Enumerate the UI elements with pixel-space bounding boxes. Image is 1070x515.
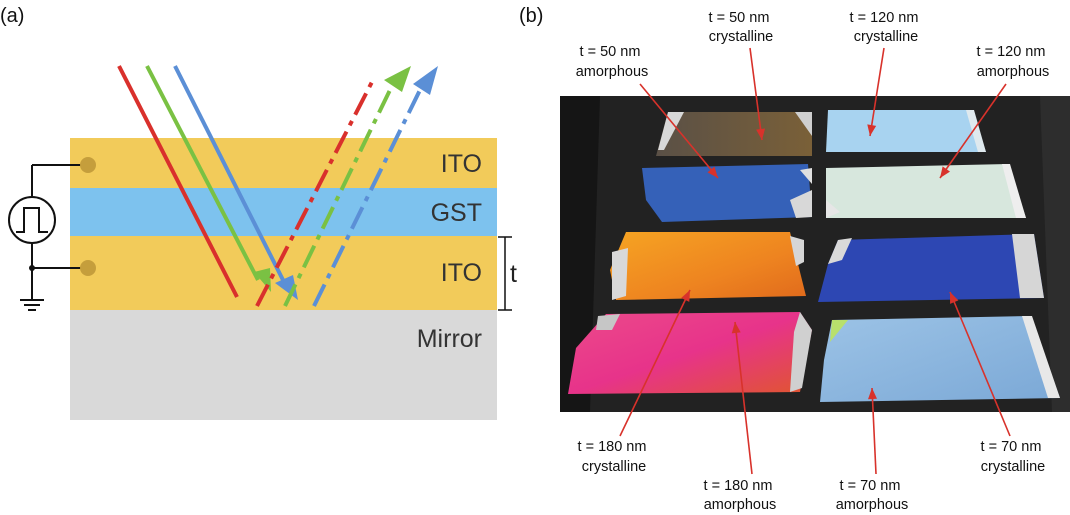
gst-layer <box>70 188 497 236</box>
arrow-50nm-amorphous <box>639 83 719 179</box>
blue-reflected-arrowhead-icon <box>413 66 438 95</box>
label-50nm-crystalline: t = 50 nm crystalline <box>709 10 774 45</box>
arrowhead-120nm-amorphous-icon <box>940 166 951 178</box>
green-reflected-arrowhead-icon <box>384 66 411 92</box>
arrow-180nm-amorphous <box>734 321 753 475</box>
arrow-70nm-crystalline <box>949 291 1011 437</box>
arrowhead-70nm-amorphous-icon <box>868 388 878 400</box>
arrowhead-50nm-crystalline-icon <box>756 128 766 140</box>
arrowhead-120nm-crystalline-icon <box>867 124 877 136</box>
electrical-circuit <box>8 157 96 311</box>
label-180nm-amorphous: t = 180 nm amorphous <box>704 478 777 513</box>
ito-top-layer <box>70 138 497 188</box>
green-reflected-beam <box>283 87 393 307</box>
ito-bottom-layer <box>70 236 497 310</box>
ito-top-label: ITO <box>441 150 482 178</box>
sample-50nm-crystalline <box>656 112 812 156</box>
arrowhead-50nm-amorphous-icon <box>707 166 718 178</box>
electrode-contact-icon <box>80 157 96 173</box>
sample-70nm-crystalline <box>818 234 1044 302</box>
annotation-arrows <box>619 47 1011 475</box>
electrode-contact-icon <box>80 260 96 276</box>
mirror-layer <box>70 310 497 420</box>
blue-reflected-beam <box>312 89 422 307</box>
arrow-50nm-crystalline <box>749 47 763 141</box>
label-70nm-amorphous: t = 70 nm amorphous <box>836 478 909 513</box>
annotation-labels: t = 50 nm crystalline t = 120 nm crystal… <box>576 10 1050 513</box>
mirror-label: Mirror <box>417 325 482 353</box>
label-120nm-crystalline: t = 120 nm crystalline <box>850 10 923 45</box>
sample-70nm-amorphous <box>820 316 1060 402</box>
red-incident-beam <box>117 65 239 298</box>
label-120nm-amorphous: t = 120 nm amorphous <box>977 44 1050 80</box>
arrow-120nm-crystalline <box>869 47 885 137</box>
arrow-70nm-amorphous <box>871 387 877 475</box>
label-50nm-amorphous: t = 50 nm amorphous <box>576 44 649 80</box>
sample-180nm-crystalline <box>610 232 806 300</box>
pulse-source-icon <box>8 196 56 244</box>
label-180nm-crystalline: t = 180 nm crystalline <box>578 439 651 475</box>
sample-50nm-amorphous <box>642 164 812 222</box>
sample-120nm-crystalline <box>826 110 986 152</box>
panel-label-b: (b) <box>519 5 543 27</box>
thickness-bracket <box>498 236 512 311</box>
green-incident-beam <box>145 65 260 281</box>
layer-stack <box>70 138 497 420</box>
arrowhead-180nm-amorphous-icon <box>731 322 741 334</box>
panel-label-a: (a) <box>0 5 24 27</box>
label-70nm-crystalline: t = 70 nm crystalline <box>981 439 1046 475</box>
ground-icon <box>20 299 44 311</box>
reflected-beams <box>255 66 438 307</box>
sample-180nm-amorphous <box>568 312 812 394</box>
arrow-180nm-crystalline <box>619 289 691 437</box>
arrow-120nm-amorphous <box>939 83 1007 179</box>
sample-photo <box>560 96 1070 412</box>
blue-incident-beam <box>173 65 285 281</box>
arrowhead-70nm-crystalline-icon <box>950 292 959 304</box>
arrowhead-180nm-crystalline-icon <box>681 290 690 302</box>
sample-120nm-amorphous <box>826 164 1026 218</box>
thickness-label: t <box>510 260 517 288</box>
ito-bottom-label: ITO <box>441 259 482 287</box>
gst-label: GST <box>431 199 482 227</box>
